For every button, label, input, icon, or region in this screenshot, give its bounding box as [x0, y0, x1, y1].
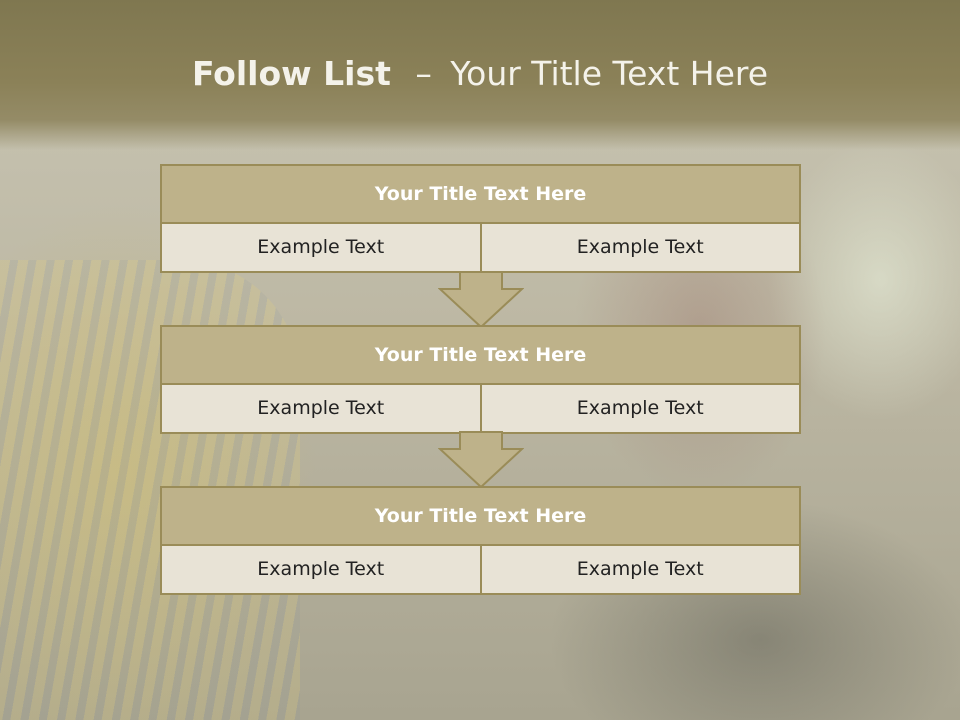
arrow-down-icon: [438, 431, 524, 489]
list-block-2: Your Title Text Here Example Text Exampl…: [160, 325, 801, 434]
list-block-3: Your Title Text Here Example Text Exampl…: [160, 486, 801, 595]
block-row: Example Text Example Text: [162, 224, 799, 271]
block-row: Example Text Example Text: [162, 385, 799, 432]
block-cell-right: Example Text: [479, 385, 799, 432]
block-title: Your Title Text Here: [162, 327, 799, 385]
block-title: Your Title Text Here: [162, 166, 799, 224]
arrow-down-icon: [438, 271, 524, 329]
slide-title-bold: Follow List: [191, 54, 391, 93]
slide-title-text: Your Title Text Here: [450, 54, 769, 93]
block-cell-left: Example Text: [162, 546, 480, 593]
slide-title: Follow List – Your Title Text Here: [0, 54, 960, 93]
block-cell-left: Example Text: [162, 385, 480, 432]
block-cell-right: Example Text: [479, 546, 799, 593]
slide-title-separator: –: [415, 54, 432, 93]
header-band: [0, 0, 960, 150]
block-row: Example Text Example Text: [162, 546, 799, 593]
list-block-1: Your Title Text Here Example Text Exampl…: [160, 164, 801, 273]
block-cell-right: Example Text: [479, 224, 799, 271]
block-cell-left: Example Text: [162, 224, 480, 271]
block-title: Your Title Text Here: [162, 488, 799, 546]
